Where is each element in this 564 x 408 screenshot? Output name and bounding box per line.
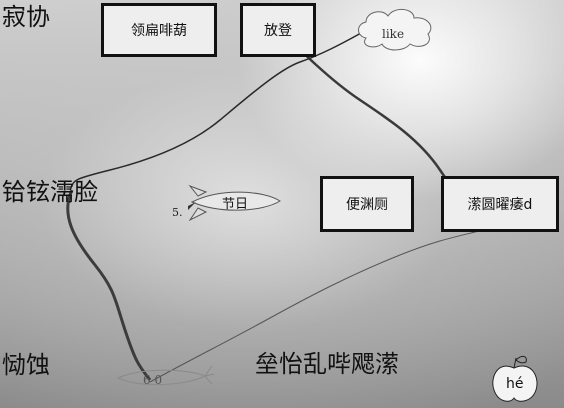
- word-box-1: 领扁啡葫: [101, 3, 217, 57]
- rocket-icon: [188, 184, 281, 222]
- word-box-2: 放登: [240, 3, 316, 57]
- carrot-icon: [116, 365, 215, 385]
- bottom-center-text: 垒怡乱哔飔潆: [255, 350, 399, 378]
- cloud-icon: [358, 9, 432, 51]
- corner-text-middle-left: 铪铉濡脸: [2, 178, 98, 206]
- word-box-3: 便渊厕: [320, 176, 414, 232]
- word-box-4: 潆圆曜痿d: [441, 176, 559, 232]
- corner-text-bottom-left: 恸蚀: [2, 351, 50, 379]
- apple-icon: [492, 355, 538, 402]
- rocket-label: 节日: [222, 197, 249, 212]
- rocket-number: 5.: [172, 206, 183, 219]
- cloud-label: like: [382, 27, 405, 41]
- carrot-label: 6 0: [143, 373, 163, 387]
- apple-label: hé: [506, 376, 524, 392]
- path-stroke: [66, 189, 152, 381]
- corner-text-top-left: 寂协: [2, 3, 50, 31]
- path-stroke: [149, 224, 501, 383]
